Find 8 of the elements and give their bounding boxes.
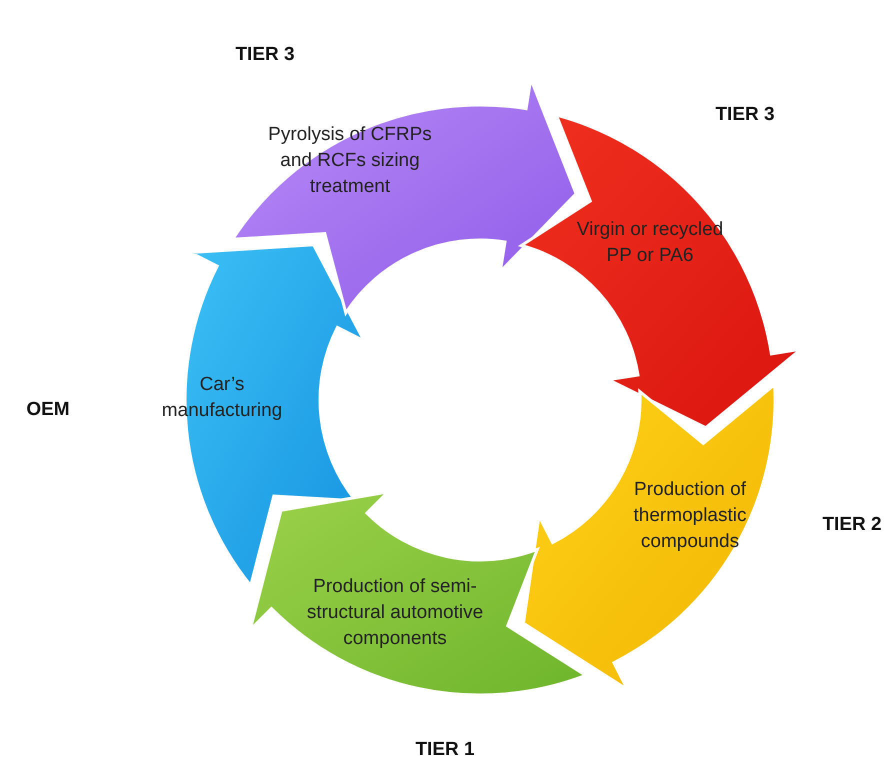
tier-label: TIER 3 bbox=[235, 42, 295, 67]
tier-label: TIER 2 bbox=[822, 512, 882, 537]
step-label: Production of semi-structural automotive components bbox=[282, 574, 508, 652]
tier-label: OEM bbox=[26, 398, 70, 422]
tier-label: TIER 3 bbox=[715, 102, 775, 127]
step-label: Virgin or recycled PP or PA6 bbox=[565, 217, 735, 269]
tier-label: TIER 1 bbox=[415, 738, 475, 762]
step-label: Production of thermoplastic compounds bbox=[615, 477, 765, 555]
